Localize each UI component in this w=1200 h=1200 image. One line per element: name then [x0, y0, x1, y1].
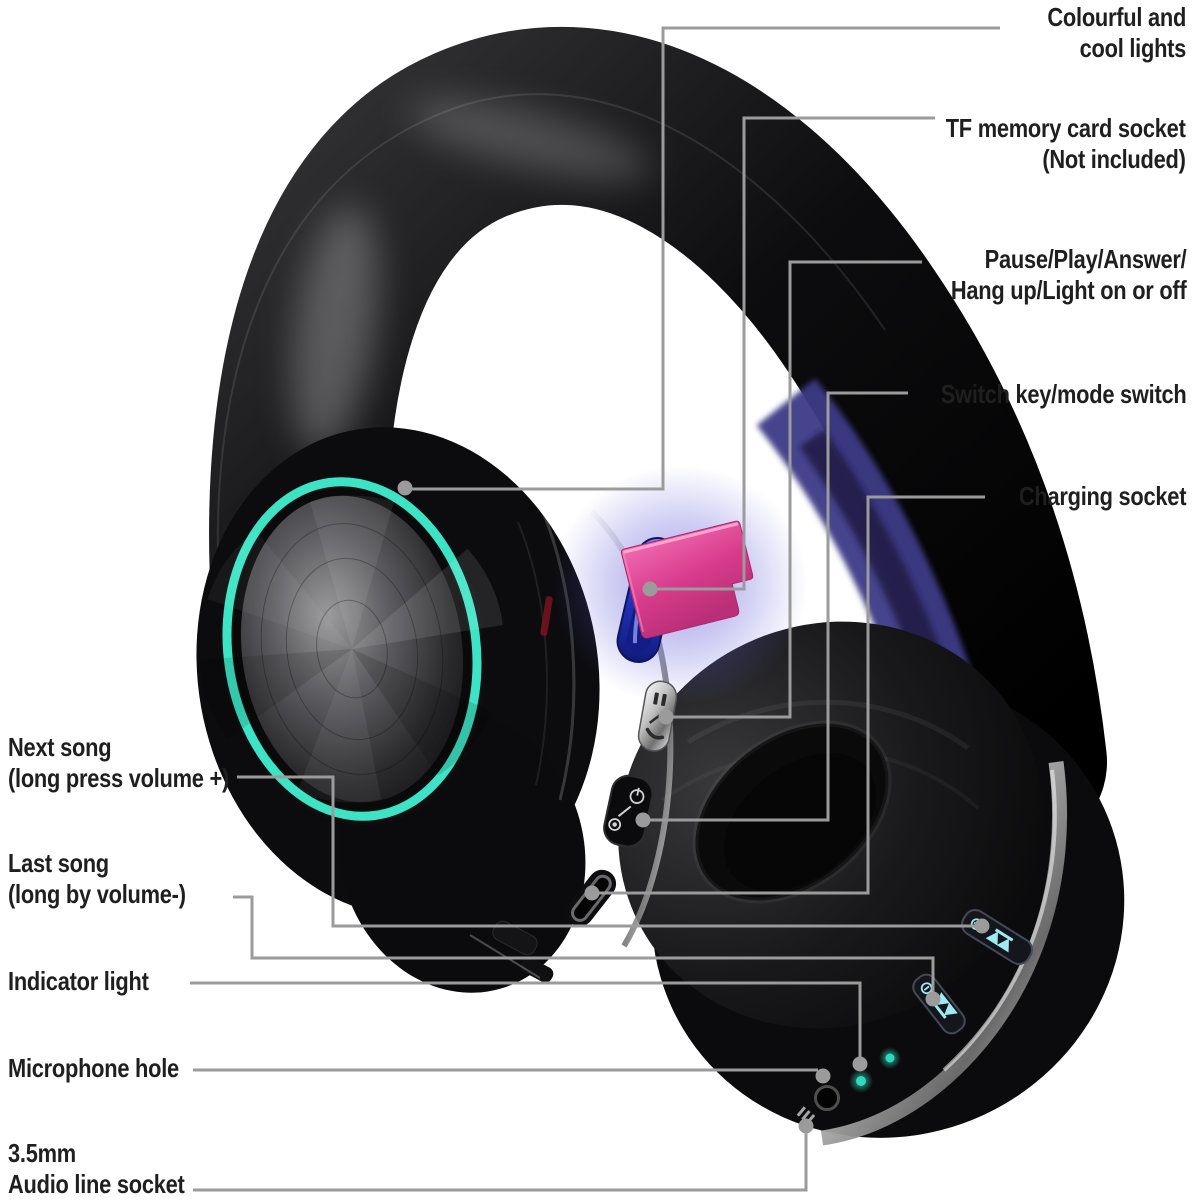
headband-specular-top	[408, 99, 652, 181]
label-line: Indicator light	[8, 966, 149, 996]
fold-hinge	[469, 920, 554, 983]
label-switch-key: Switch key/mode switch	[940, 379, 1186, 410]
label-tf-card-socket: TF memory card socket (Not included)	[946, 113, 1186, 175]
volume-minus-icon	[920, 982, 933, 995]
tf-memory-card	[620, 520, 754, 639]
red-accent	[540, 596, 553, 636]
line-last-song	[233, 895, 935, 992]
line-audio-socket	[193, 1133, 808, 1192]
ear-opening-depth	[723, 753, 877, 891]
ring-gap	[233, 488, 471, 810]
disc-spokes	[199, 495, 503, 803]
label-line: TF memory card socket	[946, 113, 1186, 143]
label-colourful-lights: Colourful and cool lights	[1047, 2, 1186, 64]
label-line: Hang up/Light on or off	[950, 275, 1186, 305]
label-line: 3.5mm	[8, 1138, 76, 1168]
phone-icon	[645, 727, 665, 740]
pause-icon	[653, 692, 667, 707]
colourful-light-ring	[222, 477, 482, 821]
callout-dots	[397, 480, 990, 1134]
label-line: cool lights	[1079, 33, 1187, 63]
headband-specular	[291, 206, 379, 454]
label-charging-socket: Charging socket	[1018, 481, 1187, 512]
label-line: Colourful and	[1047, 2, 1186, 32]
label-line: (Not included)	[1042, 144, 1187, 174]
chrome-band	[820, 760, 1068, 1146]
label-line: Last song	[8, 848, 109, 878]
brushed-metal-disc	[240, 495, 464, 803]
led-dot	[856, 1076, 866, 1086]
led-dot	[885, 1053, 895, 1063]
label-indicator-light: Indicator light	[8, 966, 149, 997]
next-track-icon	[985, 928, 1014, 953]
line-next-song	[237, 775, 975, 928]
label-line: Switch key/mode switch	[940, 379, 1186, 409]
audio-jack-socket	[814, 1085, 840, 1111]
slash-icon	[617, 805, 632, 817]
line-colourful-lights	[412, 26, 1000, 491]
line-tf-card-socket	[657, 116, 935, 591]
power-icon	[629, 787, 645, 804]
label-line: Pause/Play/Answer/	[984, 244, 1186, 274]
ear-opening-rim	[692, 720, 892, 904]
mode-dot-icon	[608, 818, 622, 831]
label-line: Charging socket	[1018, 481, 1187, 511]
label-play-multi: Pause/Play/Answer/ Hang up/Light on or o…	[950, 244, 1186, 306]
callout-lines	[190, 26, 1000, 1192]
line-indicator-light	[190, 981, 862, 1057]
chrome-band-highlight	[942, 769, 1057, 1072]
label-line: Next song	[8, 732, 112, 762]
label-microphone-hole: Microphone hole	[8, 1053, 179, 1084]
label-line: Microphone hole	[8, 1053, 179, 1083]
indicator-leds	[849, 1047, 901, 1093]
label-line: (long by volume-)	[8, 879, 186, 909]
label-line: (long press volume +)	[8, 763, 230, 793]
label-audio-socket: 3.5mm Audio line socket	[8, 1138, 185, 1200]
line-switch-key	[650, 391, 908, 822]
line-play-multi	[673, 260, 922, 719]
left-ear-cup	[196, 427, 674, 993]
label-line: Audio line socket	[8, 1169, 185, 1199]
label-next-song: Next song (long press volume +)	[8, 732, 229, 794]
cup-gloss-arc	[517, 521, 548, 786]
disc-grooves	[260, 523, 444, 775]
label-last-song: Last song (long by volume-)	[8, 848, 186, 910]
line-charging-socket	[599, 495, 985, 895]
